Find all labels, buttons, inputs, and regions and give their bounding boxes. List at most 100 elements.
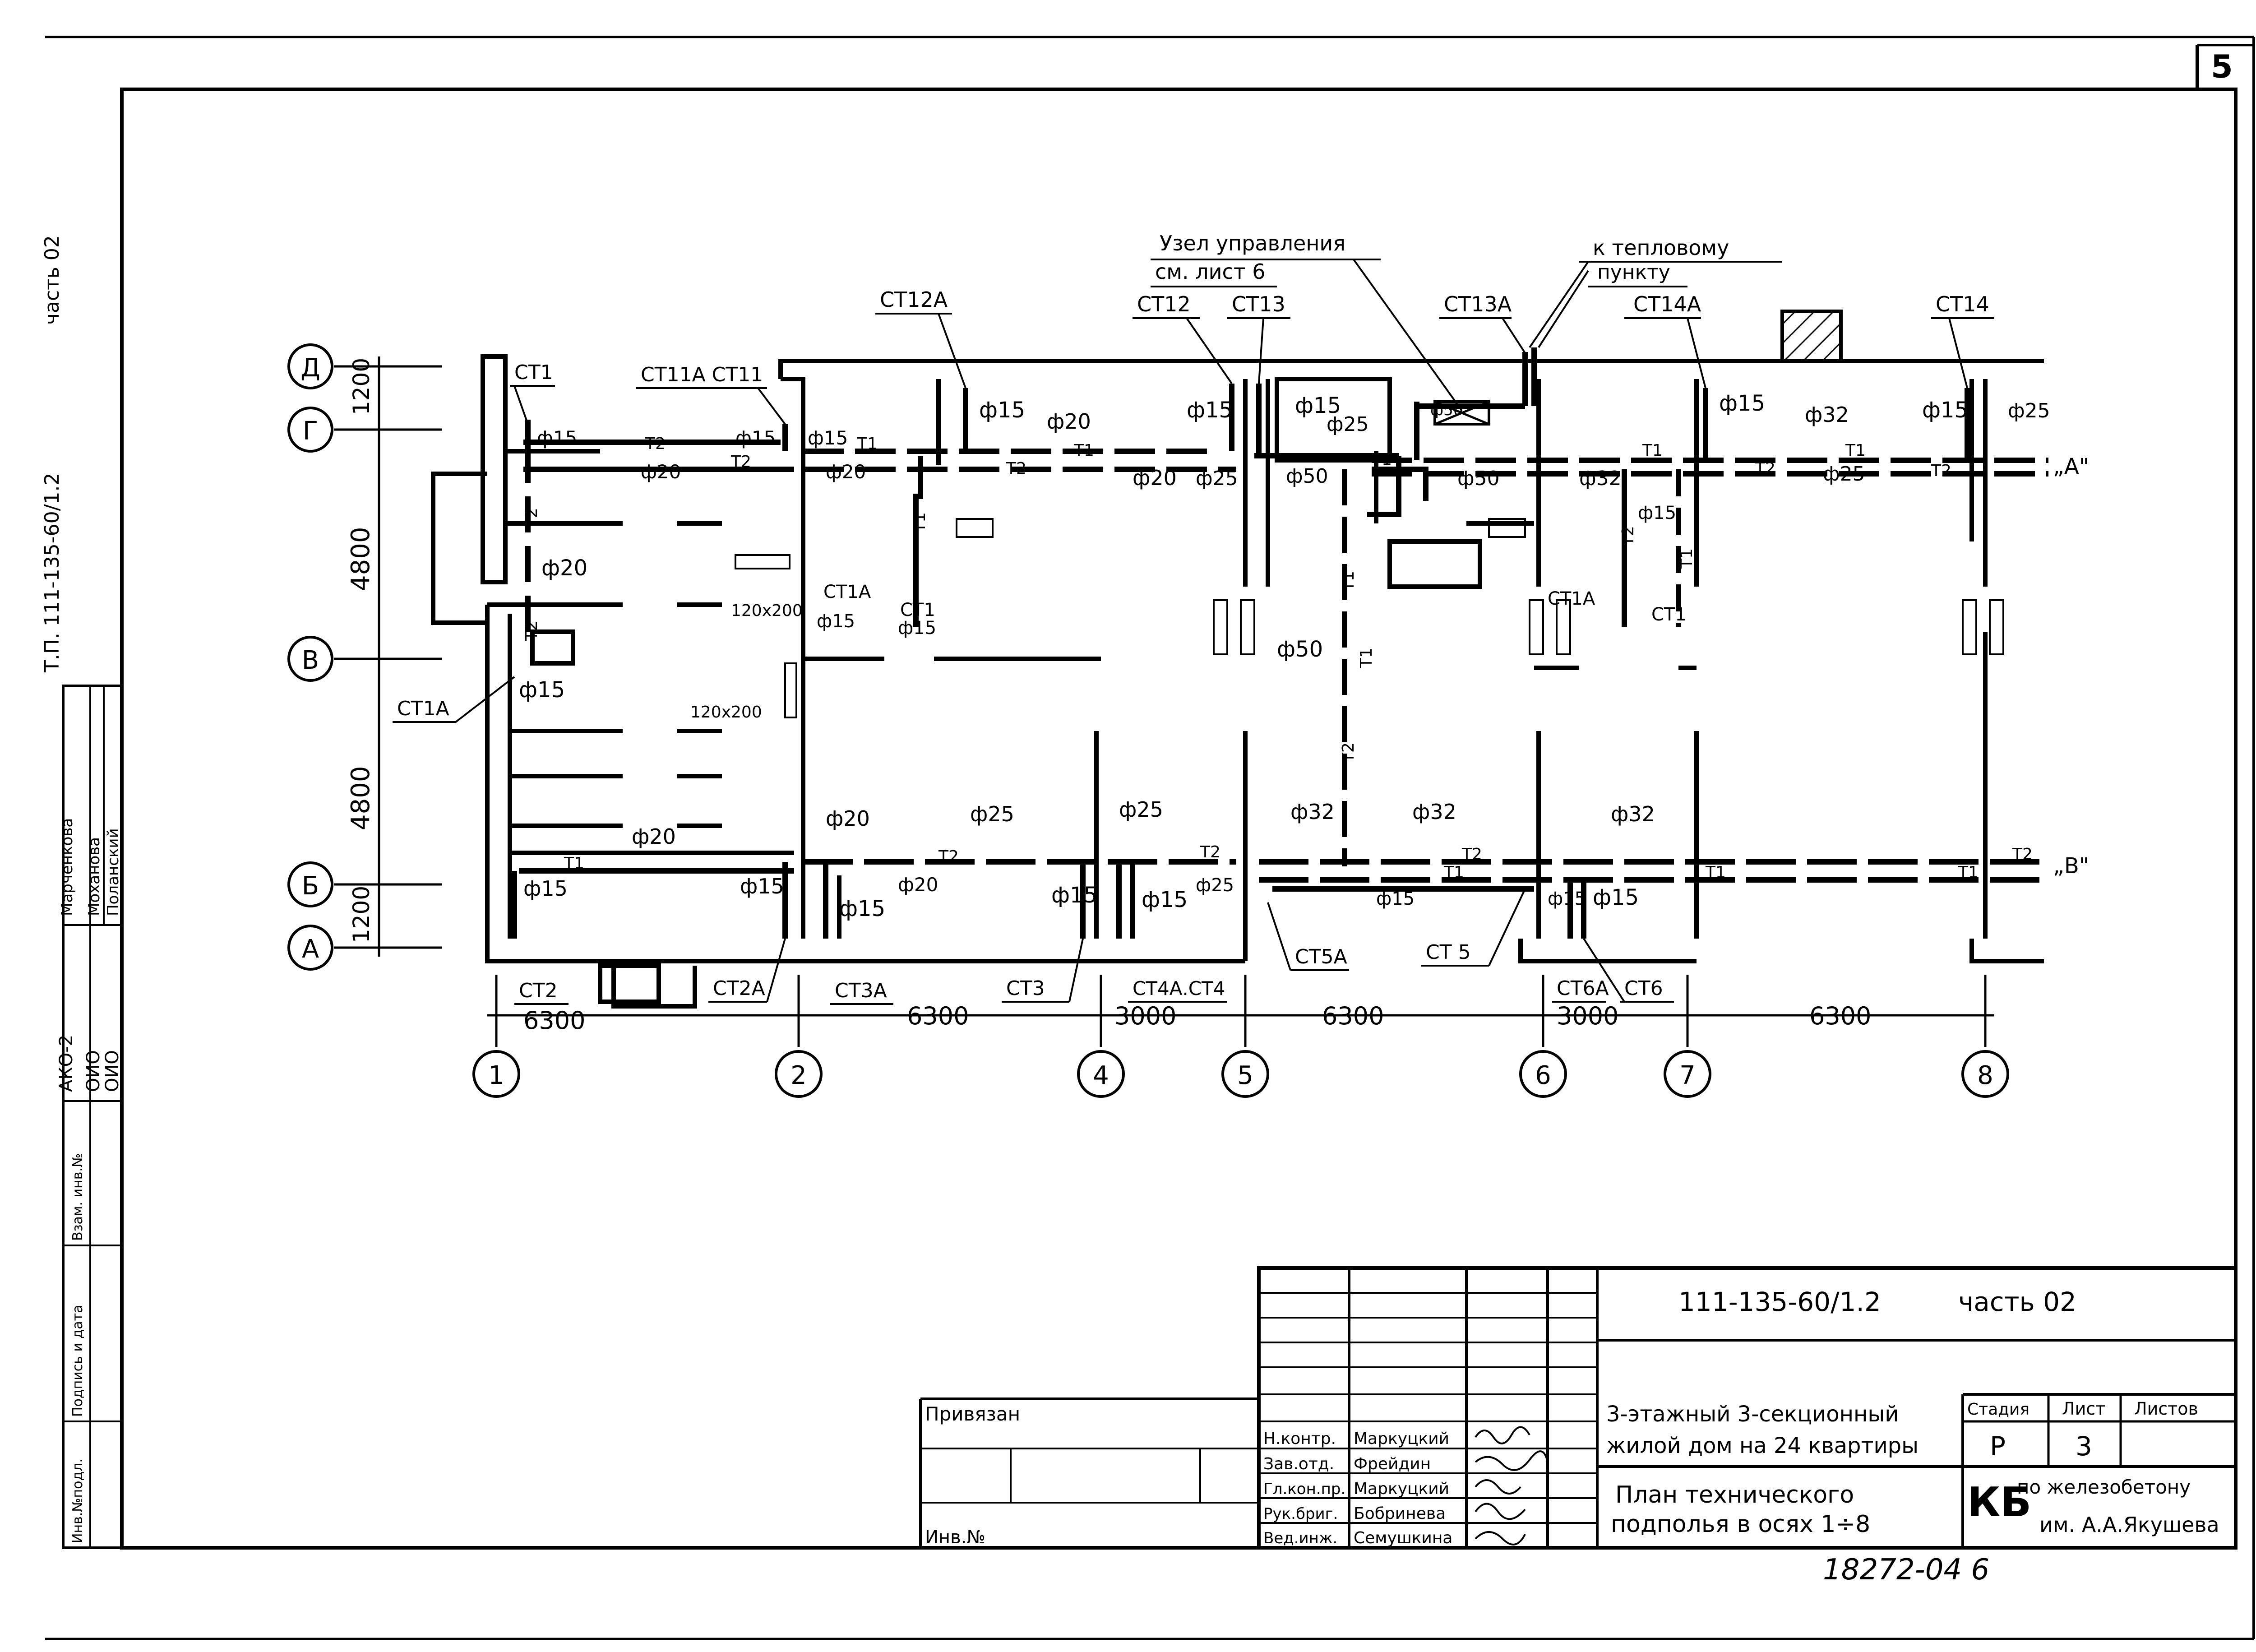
title-block: [919, 1266, 2238, 1550]
label-ct5: СТ 5: [1426, 941, 1471, 964]
mark-t1: Т1: [1678, 548, 1696, 569]
dim-row-3: 4800: [346, 766, 375, 830]
pipelines: [512, 347, 2048, 939]
tb-role-3: Гл.кон.пр.: [1263, 1480, 1345, 1498]
dia-20: ф20: [826, 806, 870, 831]
mark-t1: Т1: [911, 512, 929, 533]
dia-20: ф20: [1133, 466, 1177, 490]
label-ct11a-ct11: СТ11А СТ11: [641, 363, 763, 386]
mark-t1: Т1: [1958, 863, 1979, 882]
mark-t2: Т2: [522, 620, 541, 641]
side-person-1: Марченкова: [58, 818, 76, 916]
dia-15: ф15: [817, 611, 855, 632]
label-line-b: „В": [2053, 853, 2089, 879]
label-node-ref: см. лист 6: [1155, 259, 1266, 284]
dia-15: ф15: [808, 427, 848, 449]
svg-text:Б: Б: [302, 871, 319, 901]
side-field-repl: Взам. инв.№: [70, 1153, 86, 1241]
side-part: часть 02: [41, 235, 64, 325]
row-axis-d: Д: [287, 343, 333, 389]
side-field-inv: Инв.№подл.: [70, 1458, 86, 1543]
tb-role-2: Зав.отд.: [1263, 1455, 1334, 1473]
dia-32: ф32: [1579, 467, 1622, 490]
tb-name-1: Маркуцкий: [1354, 1430, 1449, 1448]
mark-t1: Т1: [1357, 648, 1376, 668]
mark-t2: Т2: [1461, 845, 1482, 864]
col-axis-5: 5: [1221, 1050, 1269, 1098]
tb-role-1: Н.контр.: [1263, 1430, 1336, 1448]
dia-20: ф20: [826, 461, 866, 483]
building-walls: [431, 310, 2044, 1009]
svg-text:7: 7: [1679, 1061, 1696, 1090]
side-stamp: Т.П. 111-135-60/1.2 часть 02 Марченкова …: [41, 235, 123, 1549]
tb-object-1: 3-этажный 3-секционный: [1606, 1402, 1899, 1427]
side-doc-code: Т.П. 111-135-60/1.2: [41, 473, 64, 673]
dim-row-4: 1200: [348, 886, 374, 943]
tb-stage: Р: [1990, 1431, 2006, 1462]
dia-15: ф15: [1142, 887, 1188, 912]
label-ct13a: СТ13А: [1444, 292, 1512, 316]
pipe-marks: Т2 Т2 Т1 Т2 Т1 Т1 Т1 Т2 Т1 Т2 Т1 Т2 Т2 Т…: [522, 435, 2033, 882]
tb-role-5: Вед.инж.: [1263, 1529, 1337, 1547]
axis-grid: [334, 356, 1994, 1047]
col-axis-8: 8: [1961, 1050, 2009, 1098]
signatures: [1475, 1426, 1549, 1546]
col-axis-7: 7: [1664, 1050, 1711, 1098]
dia-20: ф20: [898, 874, 938, 896]
svg-text:В: В: [302, 646, 319, 675]
dia-15: ф15: [537, 427, 577, 449]
svg-text:8: 8: [1977, 1061, 1993, 1090]
mark-t2: Т2: [522, 508, 541, 528]
mark-t1: Т1: [1642, 441, 1663, 460]
dia-25: ф25: [1823, 463, 1865, 486]
row-axis-g: Г: [287, 407, 333, 453]
callouts: Узел управления см. лист 6 к тепловому п…: [393, 231, 2089, 1005]
dia-50: ф50: [1430, 401, 1463, 419]
dia-15: ф15: [1051, 883, 1097, 908]
tb-name-3: Маркуцкий: [1354, 1480, 1449, 1498]
dia-15: ф15: [1922, 398, 1968, 423]
tb-sheet-1: План технического: [1615, 1481, 1854, 1509]
dim-col-6: 6300: [1809, 1002, 1871, 1030]
label-ct5a: СТ5А: [1295, 945, 1347, 968]
dia-15: ф15: [1719, 391, 1765, 416]
label-ct12: СТ12: [1137, 292, 1191, 316]
svg-text:Г: Г: [303, 416, 318, 446]
dia-20: ф20: [1047, 409, 1091, 434]
dia-15: ф15: [1548, 888, 1586, 909]
label-heat-sub: пункту: [1597, 261, 1670, 284]
tb-doc-code: 111-135-60/1.2: [1678, 1286, 1881, 1317]
tb-object-2: жилой дом на 24 квартиры: [1606, 1433, 1919, 1458]
dia-15: ф15: [519, 677, 565, 703]
label-vent-1: 120x200: [731, 602, 803, 620]
tb-org-kb: КБ: [1967, 1479, 2031, 1526]
tb-name-4: Бобринева: [1354, 1504, 1446, 1523]
label-ct1a: СТ1А: [397, 697, 449, 720]
dim-row-2: 4800: [346, 527, 375, 591]
label-ct6: СТ6: [1624, 977, 1663, 1000]
mark-t1: Т1: [1073, 441, 1094, 460]
sheet-number: 5: [2211, 48, 2233, 85]
label-ct6a: СТ6А: [1557, 977, 1609, 1000]
dia-32: ф32: [1611, 802, 1655, 826]
label-ct2: СТ2: [519, 979, 558, 1002]
side-field-sign: Подпись и дата: [70, 1305, 86, 1417]
mark-t1: Т1: [564, 854, 584, 873]
dia-15: ф15: [1295, 393, 1341, 418]
label-ct2a: СТ2А: [713, 977, 765, 1000]
mark-t2: Т2: [1931, 462, 1951, 480]
dia-32: ф32: [1412, 800, 1456, 824]
mark-t2: Т2: [938, 847, 959, 866]
label-ct14: СТ14: [1936, 292, 1989, 316]
svg-text:2: 2: [791, 1061, 807, 1090]
dim-col-5: 3000: [1557, 1002, 1618, 1030]
svg-text:1: 1: [488, 1061, 504, 1090]
label-line-a: „А": [2053, 454, 2089, 479]
dia-50: ф50: [1286, 465, 1328, 488]
label-ct1: СТ1: [514, 361, 553, 384]
dia-15: ф15: [1638, 503, 1676, 523]
dim-col-4: 6300: [1322, 1002, 1384, 1030]
dia-25: ф25: [2008, 399, 2050, 422]
side-code-1: АКО-2: [56, 1035, 77, 1092]
archive-number: 18272-04 6: [1823, 1553, 1989, 1587]
